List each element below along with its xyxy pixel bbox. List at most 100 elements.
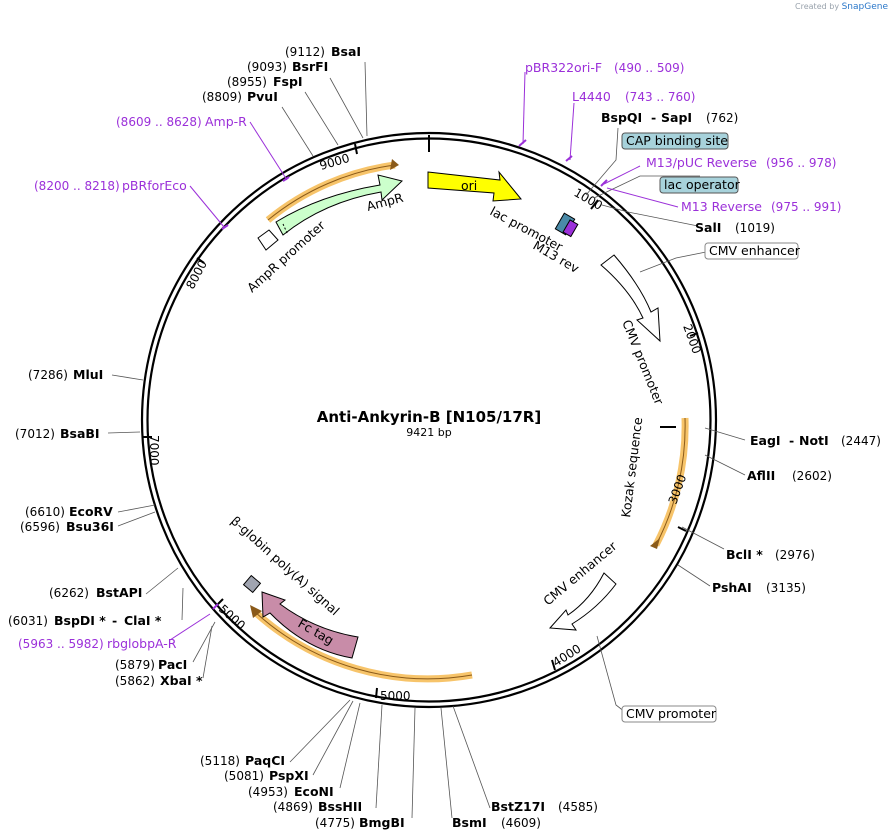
highlight-ampr-arrowhead: [390, 159, 399, 170]
enzyme-noti: NotI: [799, 433, 829, 448]
enzyme-paqci-pos: (5118): [200, 754, 240, 768]
enzyme-bstapi-pos: (6262): [49, 586, 89, 600]
enzyme-aflii: AflII: [747, 468, 775, 483]
tick-3000: [677, 526, 687, 532]
enzyme-bsshii-pos: (4869): [273, 800, 313, 814]
enzyme-bmgbi: BmgBI: [359, 815, 405, 830]
box-cmv-promoter: [621, 705, 717, 723]
enzyme-bspdi-dash: -: [112, 613, 117, 628]
enzyme-bsrfi: BsrFI: [292, 59, 328, 74]
enzyme-sapi: SapI: [661, 110, 692, 125]
enzyme-mlui: MluI: [73, 367, 103, 382]
enzyme-eagi-pos: (2447): [841, 434, 881, 448]
snapgene-brand: SnapGene: [841, 2, 888, 12]
beta-globin-polya-signal-box: [242, 574, 262, 594]
primer-pbr322ori-f-pos: (490 .. 509): [614, 61, 684, 75]
backbone-outer: [140, 131, 718, 709]
enzyme-pspxi: PspXI: [269, 768, 309, 783]
enzyme-bsai: BsaI: [331, 44, 361, 59]
enzyme-bsabi: BsaBI: [60, 426, 100, 441]
enzyme-bsabi-pos: (7012): [15, 427, 55, 441]
enzyme-fspi-pos: (8955): [227, 75, 267, 89]
enzyme-clai: ClaI *: [124, 613, 162, 628]
primer-amp-r-pos: (8609 .. 8628): [116, 115, 202, 129]
enzyme-paci-pos: (5879): [115, 658, 155, 672]
enzyme-bstapi: BstAPI: [96, 585, 142, 600]
enzyme-bsmi: BsmI: [452, 815, 487, 830]
ampr-arrow: [275, 174, 404, 236]
primer-l4440-pos: (743 .. 760): [625, 90, 695, 104]
enzyme-paci: PacI: [158, 657, 187, 672]
primer-lines: [169, 71, 679, 641]
primer-m13-puc-reverse-pos: (956 .. 978): [766, 156, 836, 170]
tick-5000a: [375, 687, 378, 699]
cmv-promoter-arrow: [600, 254, 661, 343]
enzyme-ecorv-pos: (6610): [25, 505, 65, 519]
primer-pbr322ori-f: pBR322ori-F: [525, 60, 602, 75]
fc-tag-arrow: [261, 591, 359, 659]
enzyme-bspqi-dash: -: [651, 110, 656, 125]
tick-label-3000: 3000: [666, 473, 690, 506]
enzyme-pvui-pos: (8809): [202, 90, 242, 104]
enzyme-bspdi: BspDI *: [54, 613, 106, 628]
enzyme-econi-pos: (4953): [248, 785, 288, 799]
label-kozak-sequence: Kozak sequence: [618, 416, 645, 518]
plasmid-name: Anti-Ankyrin-B [N105/17R]: [317, 408, 541, 426]
box-label-lac-operator: lac operator: [664, 177, 741, 192]
enzyme-eagi: EagI: [750, 433, 781, 448]
enzyme-ecorv: EcoRV: [69, 504, 113, 519]
enzyme-bsai-pos: (9112): [285, 45, 325, 59]
enzyme-xbai-pos: (5862): [115, 674, 155, 688]
enzyme-bsrfi-pos: (9093): [247, 60, 287, 74]
tick-2000: [689, 332, 699, 337]
enzyme-bsmi-pos: (4609): [501, 816, 541, 830]
highlight-fc-line: [254, 611, 473, 680]
enzyme-bmgbi-pos: (4775): [315, 816, 355, 830]
enzyme-bsu36i: Bsu36I: [66, 519, 114, 534]
primer-m13-reverse-pos: (975 .. 991): [771, 200, 841, 214]
tick-label-5000a: 5000: [380, 689, 411, 703]
primer-pbrforeco-pos: (8200 .. 8218): [34, 179, 120, 193]
highlight-ampr-line: [267, 164, 396, 221]
enzyme-pvui: PvuI: [247, 89, 278, 104]
enzyme-pshai-pos: (3135): [766, 581, 806, 595]
box-cap-binding-site: [621, 132, 729, 150]
label-cmv-enhancer: CMV enhancer: [540, 538, 620, 608]
kozak-mark: [660, 426, 676, 428]
box-label-cap-binding-site: CAP binding site: [626, 133, 728, 148]
primer-marks: [212, 139, 608, 610]
enzyme-sali-pos: (1019): [735, 221, 775, 235]
enzyme-sali: SalI: [695, 220, 721, 235]
enzyme-bspqi: BspQI: [601, 110, 642, 125]
box-lac-operator: [659, 176, 739, 194]
snapgene-credit: Created by SnapGene: [795, 2, 888, 12]
primer-rbglobpa-r-pos: (5963 .. 5982): [18, 637, 104, 651]
enzyme-pshai: PshAI: [712, 580, 752, 595]
enzyme-paqci: PaqCI: [245, 753, 285, 768]
plasmid-length: 9421 bp: [406, 426, 451, 439]
primer-l4440: L4440: [572, 89, 611, 104]
label-ori: ori: [461, 178, 477, 193]
enzyme-econi: EcoNI: [294, 784, 334, 799]
tick-9000: [354, 143, 358, 155]
highlight-fc-arrowhead: [250, 605, 262, 618]
enzyme-bcli-pos: (2976): [775, 548, 815, 562]
primer-rbglobpa-r: rbglobpA-R: [107, 636, 177, 651]
enzyme-aflii-pos: (2602): [792, 469, 832, 483]
leader-lines: [107, 61, 746, 819]
enzyme-bspqi-pos: (762): [706, 111, 738, 125]
m13-rev-box: [562, 219, 579, 238]
cmv-enhancer-arrow: [548, 572, 617, 631]
enzyme-bspdi-pos: (6031): [8, 614, 48, 628]
enzyme-bstz17i-pos: (4585): [558, 800, 598, 814]
tick-8000: [196, 257, 205, 264]
box-cmv-enhancer: [704, 242, 799, 260]
enzyme-xbai: XbaI *: [160, 673, 203, 688]
enzyme-bsu36i-pos: (6596): [20, 520, 60, 534]
credit-text: Created by: [795, 2, 840, 11]
tick-1000: [590, 199, 599, 210]
tick-label-7000: 7000: [147, 435, 161, 466]
enzyme-fspi: FspI: [273, 74, 303, 89]
enzyme-pspxi-pos: (5081): [224, 769, 264, 783]
